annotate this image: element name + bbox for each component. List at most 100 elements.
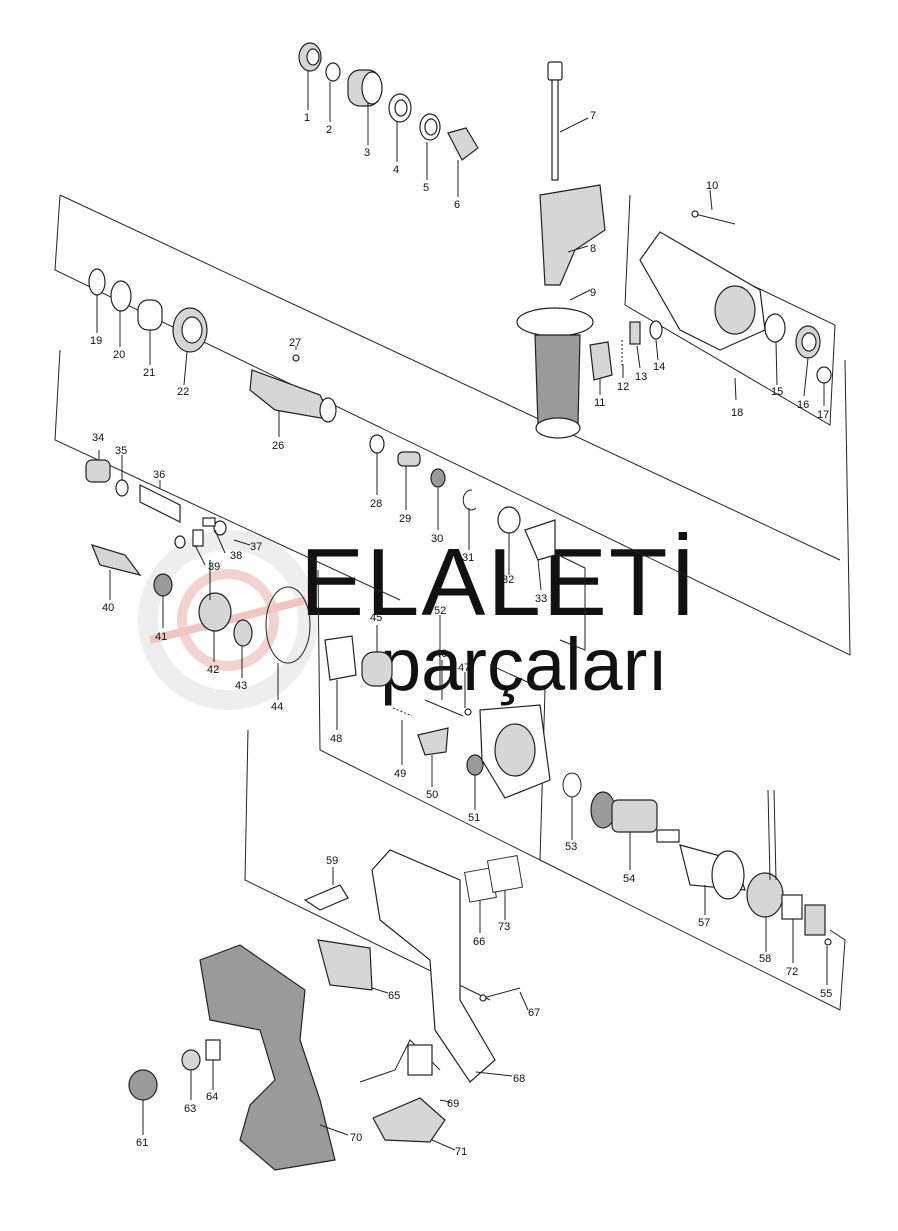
part-label-12: 12	[617, 381, 629, 393]
part-label-52: 52	[434, 605, 446, 617]
part-label-37: 37	[250, 541, 262, 553]
part-7-bolt	[547, 61, 563, 181]
part-36-piston	[139, 484, 181, 523]
part-label-59: 59	[326, 855, 338, 867]
part-label-30: 30	[431, 533, 443, 545]
part-43-gear	[233, 619, 253, 647]
part-48-plate	[324, 635, 357, 681]
part-label-11: 11	[594, 397, 605, 409]
part-13-lever	[629, 321, 641, 345]
part-label-51: 51	[468, 812, 480, 824]
part-52-gear-housing	[479, 704, 551, 799]
part-42-crank	[198, 560, 232, 632]
part-label-71: 71	[455, 1146, 467, 1158]
part-number-labels: 1 2 3 4 5 6 7 8 9 10 11 12 13 14 15 16 1…	[90, 110, 832, 1158]
part-label-18: 18	[731, 407, 743, 419]
part-label-72: 72	[786, 966, 798, 978]
part-label-65: 65	[388, 990, 400, 1002]
watermark: ELALETİ parçaları	[138, 529, 696, 710]
part-label-41: 41	[155, 631, 167, 643]
part-8-clamp	[539, 184, 606, 286]
part-label-54: 54	[623, 873, 635, 885]
part-label-15: 15	[771, 386, 783, 398]
part-label-22: 22	[177, 386, 189, 398]
part-67-screw	[479, 987, 521, 1002]
part-label-20: 20	[113, 349, 125, 361]
part-51-bearing	[466, 754, 484, 776]
part-label-73: 73	[498, 921, 510, 933]
part-label-6: 6	[454, 199, 460, 211]
part-label-21: 21	[143, 367, 155, 379]
part-label-28: 28	[370, 498, 382, 510]
part-label-66: 66	[473, 936, 485, 948]
part-15-ring	[764, 313, 786, 343]
part-20-washer	[110, 280, 132, 312]
part-label-7: 7	[590, 110, 596, 122]
part-label-27: 27	[289, 337, 301, 349]
part-28-ring	[369, 434, 385, 454]
part-label-70: 70	[350, 1132, 362, 1144]
part-label-48: 48	[330, 733, 342, 745]
part-45-spring	[361, 651, 393, 687]
part-19-circlip	[88, 268, 106, 296]
part-label-31: 31	[462, 552, 474, 564]
part-57-field	[679, 844, 746, 900]
part-50-lever	[417, 727, 449, 756]
part-label-10: 10	[706, 180, 718, 192]
part-label-16: 16	[797, 399, 809, 411]
part-label-53: 53	[565, 841, 577, 853]
part-label-38: 38	[230, 550, 242, 562]
part-65-switch	[317, 939, 373, 991]
part-label-45: 45	[370, 612, 382, 624]
part-label-64: 64	[206, 1091, 218, 1103]
part-label-61: 61	[136, 1137, 148, 1149]
part-label-19: 19	[90, 335, 102, 347]
part-37-o-ring	[213, 520, 227, 536]
part-label-58: 58	[759, 953, 771, 965]
part-label-32: 32	[502, 574, 514, 586]
part-59-switch-lever	[303, 884, 349, 911]
part-label-43: 43	[235, 680, 247, 692]
part-label-63: 63	[184, 1103, 196, 1115]
part-34-sleeve	[85, 459, 111, 483]
part-21-spring	[137, 299, 163, 331]
part-label-13: 13	[635, 371, 647, 383]
part-71-terminal-block	[372, 1097, 446, 1143]
part-label-8: 8	[590, 243, 596, 255]
part-5-ring	[419, 113, 441, 141]
part-label-47: 47	[458, 662, 470, 674]
part-label-44: 44	[271, 701, 283, 713]
part-47-ball	[464, 708, 472, 716]
part-31-circlip	[462, 489, 477, 511]
part-3-sleeve	[347, 69, 383, 107]
part-61-cap	[128, 1069, 158, 1101]
part-46-rod	[424, 699, 464, 717]
part-label-9: 9	[590, 287, 596, 299]
part-38-pin	[202, 517, 216, 527]
part-label-69: 69	[447, 1098, 459, 1110]
part-39-ring	[174, 529, 204, 549]
part-69-terminal-wire	[359, 1039, 441, 1083]
part-26-spindle	[249, 369, 337, 423]
part-label-1: 1	[304, 112, 310, 124]
part-53-o-ring	[562, 772, 582, 798]
part-72-plate	[781, 894, 803, 920]
part-11-bracket	[589, 341, 613, 381]
part-55-screw	[804, 904, 832, 946]
part-6-cap	[447, 127, 479, 161]
part-27-ball	[292, 354, 300, 362]
part-label-57: 57	[698, 917, 710, 929]
part-label-42: 42	[207, 664, 219, 676]
part-label-67: 67	[528, 1007, 540, 1019]
part-label-5: 5	[423, 182, 429, 194]
part-16-bearing	[795, 325, 821, 359]
part-63-cap	[181, 1049, 201, 1071]
watermark-line2: parçaları	[380, 623, 668, 706]
part-49-spring	[392, 707, 413, 717]
part-2-circlip	[325, 62, 341, 82]
part-41-bearing	[153, 573, 173, 597]
part-73-label	[486, 855, 524, 893]
part-label-46: 46	[435, 648, 447, 660]
part-label-14: 14	[653, 361, 665, 373]
